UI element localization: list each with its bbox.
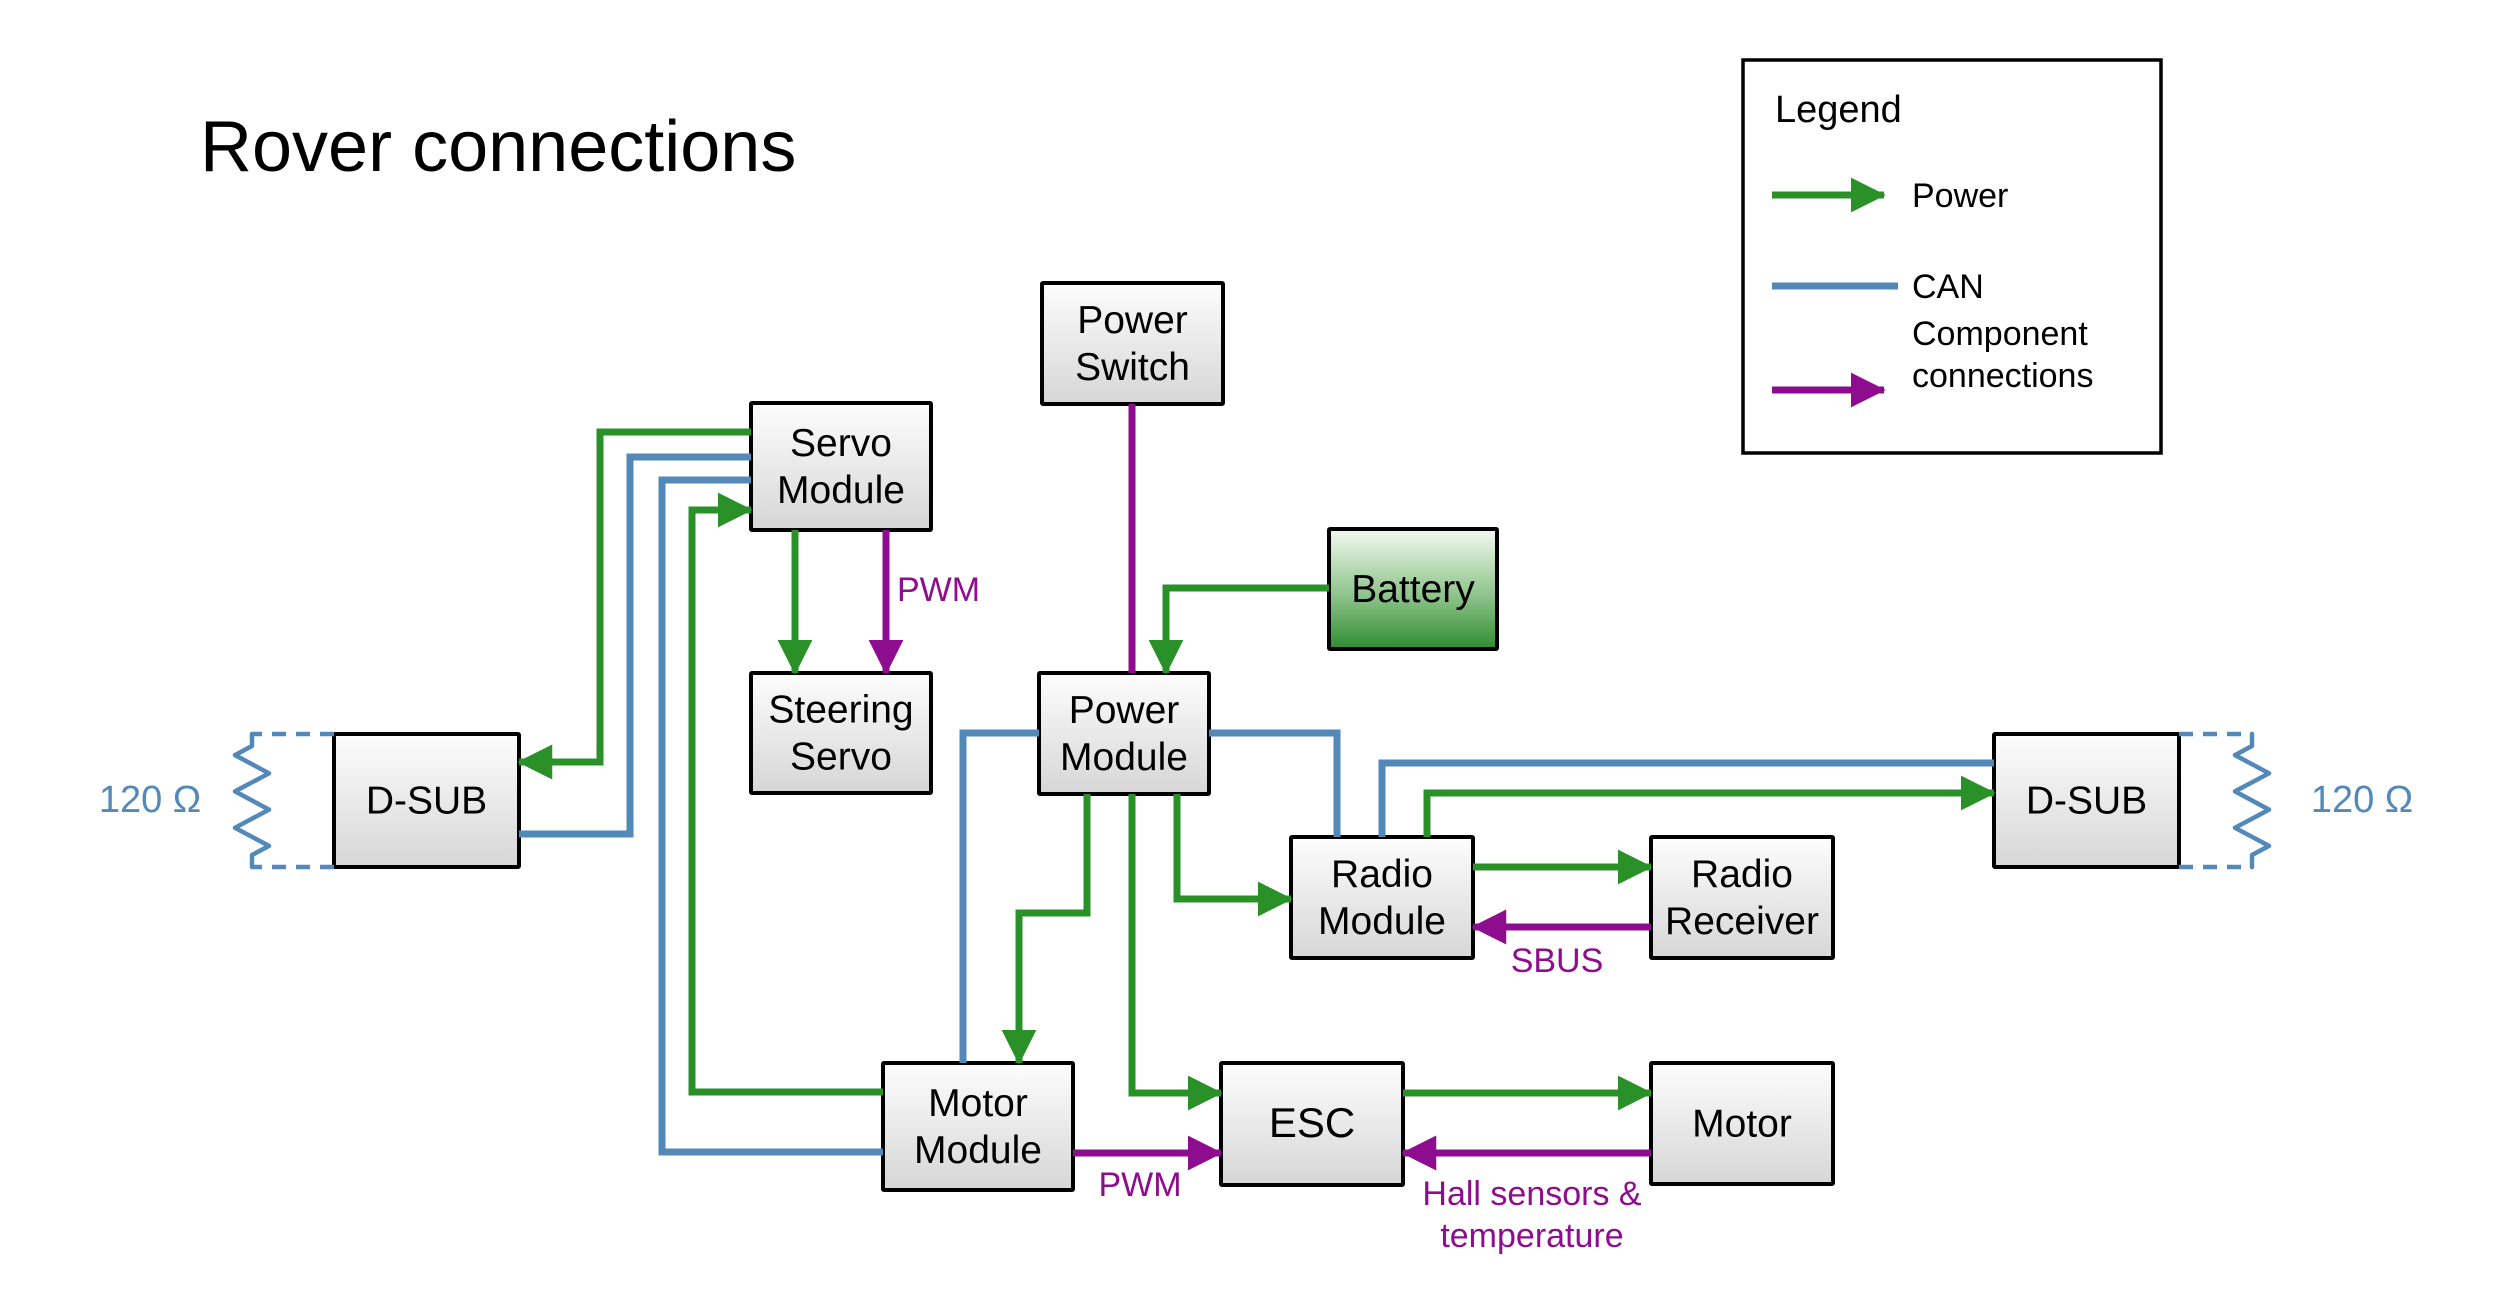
edge-power-power-module-to-radio-module <box>1173 794 1293 917</box>
edge-can-power-module-to-motor-module <box>959 729 1039 1063</box>
node-battery: Battery <box>1327 527 1499 651</box>
node-dsub-right: D-SUB <box>1992 732 2181 869</box>
node-box-esc <box>1219 1061 1405 1187</box>
legend-label-0: Power <box>1912 177 2008 215</box>
edge-power-radio-module-to-dsub-right <box>1423 775 1996 837</box>
node-box-motor <box>1649 1061 1835 1186</box>
edge-label-component-motor-to-esc: Hall sensors &temperature <box>1422 1175 1642 1255</box>
edge-power-power-module-to-esc <box>1128 794 1223 1111</box>
page-title: Rover connections <box>200 107 797 187</box>
terminator-left-label: 120 Ω <box>99 779 201 821</box>
node-label-esc: ESC <box>1269 1099 1355 1146</box>
node-box-radio-receiver <box>1649 835 1835 960</box>
node-label-battery: Battery <box>1351 568 1475 611</box>
edge-can-servo-module-to-motor-module <box>658 476 883 1156</box>
resistor-icon <box>2232 731 2272 870</box>
edge-can-dsub-left-to-servo-module <box>519 453 751 838</box>
node-box-motor-module <box>881 1061 1075 1192</box>
edge-can-power-module-to-radio-module <box>1209 729 1341 837</box>
node-label-motor: Motor <box>1692 1103 1792 1146</box>
node-box-steering-servo <box>749 671 933 795</box>
edge-power-motor-module-to-servo-module <box>688 492 883 1096</box>
legend-label-1: CAN <box>1912 268 1984 306</box>
node-box-servo-module <box>749 401 933 532</box>
node-box-dsub-left <box>332 732 521 869</box>
edge-power-servo-module-to-dsub-left <box>517 428 751 780</box>
node-motor: Motor <box>1649 1061 1835 1186</box>
edge-label-component-servo-module-to-steering-servo: PWM <box>897 571 980 609</box>
node-dsub-left: D-SUB <box>332 732 521 869</box>
terminator-right-label: 120 Ω <box>2311 779 2413 821</box>
node-label-dsub-left: D-SUB <box>366 780 487 823</box>
edge-label-component-radio-receiver-to-radio-module: SBUS <box>1511 942 1604 980</box>
node-esc: ESC <box>1219 1061 1405 1187</box>
node-label-dsub-right: D-SUB <box>2026 780 2147 823</box>
edge-power-power-module-to-motor-module <box>1001 794 1091 1065</box>
edge-power-battery-to-power-module <box>1148 584 1329 675</box>
terminator-right: 120 Ω <box>2179 731 2413 870</box>
resistor-icon <box>232 731 272 870</box>
edge-label-component-motor-module-to-esc: PWM <box>1098 1166 1181 1204</box>
terminator-left: 120 Ω <box>99 731 334 870</box>
legend-title: Legend <box>1775 89 1902 131</box>
edge-can-radio-module-to-dsub-right <box>1378 759 1994 837</box>
